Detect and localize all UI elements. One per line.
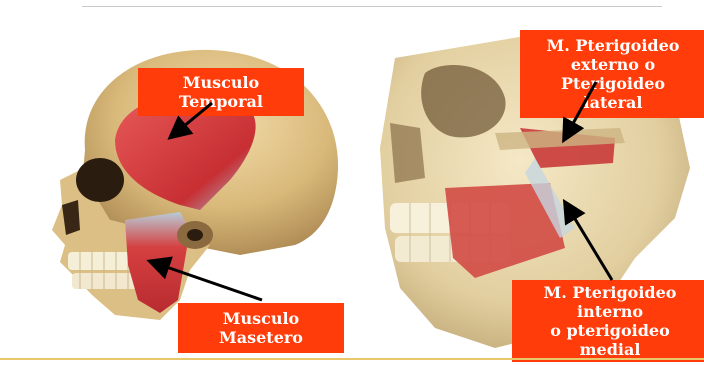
label-masetero: Musculo Masetero	[178, 303, 344, 353]
label-masetero-line-2: Masetero	[219, 328, 303, 347]
label-masetero-line-1: Musculo	[223, 309, 299, 328]
label-externo-line-4: lateral	[584, 93, 643, 112]
label-pterigoideo-externo: M. Pterigoideo externo o Pterigoideo lat…	[520, 30, 704, 118]
label-interno-line-3: o pterigoideo	[550, 321, 669, 340]
label-interno-line-1: M. Pterigoideo	[544, 283, 677, 302]
label-interno-line-4: medial	[580, 340, 641, 359]
label-pterigoideo-interno: M. Pterigoideo interno o pterigoideo med…	[512, 280, 704, 362]
nasal-right-shape	[390, 123, 425, 183]
label-externo-line-2: externo o	[571, 55, 655, 74]
label-temporal-line-1: Musculo	[183, 73, 259, 92]
label-interno-line-2: interno	[577, 302, 643, 321]
label-temporal-line-2: Temporal	[179, 92, 263, 111]
top-divider	[82, 6, 662, 7]
label-externo-line-3: Pterigoideo	[561, 74, 665, 93]
label-externo-line-1: M. Pterigoideo	[547, 36, 680, 55]
label-temporal: Musculo Temporal	[138, 68, 304, 116]
bottom-divider	[0, 358, 704, 360]
orbit-shape	[76, 158, 124, 202]
